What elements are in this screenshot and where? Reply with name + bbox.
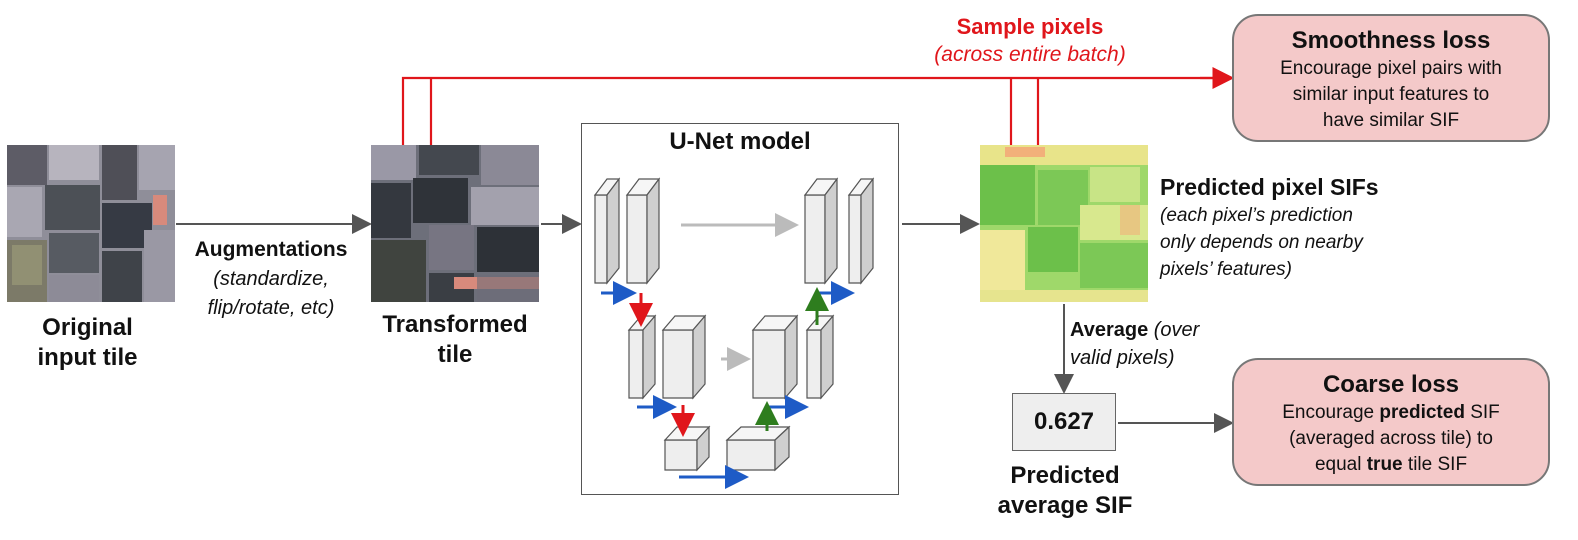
- predicted-pixel-line1: (each pixel’s prediction: [1160, 205, 1353, 226]
- predicted-average-line2: average SIF: [997, 492, 1133, 519]
- smoothness-loss-line1: Encourage pixel pairs with: [1280, 58, 1502, 79]
- predicted-pixel-title: Predicted pixel SIFs: [1160, 174, 1379, 200]
- unet-model-box: U-Net model: [581, 123, 899, 495]
- coarse-loss-post3: tile SIF: [1402, 454, 1468, 475]
- augmentations-line2: flip/rotate, etc): [207, 297, 335, 319]
- smoothness-loss-line2: similar input features to: [1292, 84, 1490, 105]
- augmentations-line1: (standardize,: [213, 268, 329, 290]
- transformed-tile-line1: Transformed: [382, 311, 528, 338]
- coarse-loss-bold3: true: [1366, 454, 1403, 475]
- coarse-loss-line1: Encourage predicted SIF: [1234, 400, 1548, 426]
- predicted-average-line1: Predicted: [1010, 462, 1120, 489]
- original-tile-line1: Original: [42, 314, 133, 341]
- predicted-sif-map: [980, 145, 1148, 302]
- original-tile-line2: input tile: [37, 344, 138, 371]
- sample-pixels-title: Sample pixels: [956, 14, 1104, 39]
- augmentations-title: Augmentations: [194, 238, 348, 261]
- unet-title: U-Net model: [669, 128, 811, 155]
- original-tile-image: [7, 145, 175, 302]
- predicted-pixel-label: Predicted pixel SIFs (each pixel’s predi…: [1160, 172, 1460, 283]
- average-line2: valid pixels): [1070, 347, 1175, 369]
- predicted-pixel-line3: pixels’ features): [1160, 259, 1293, 280]
- transformed-tile-label: Transformed tile: [362, 310, 548, 370]
- original-tile-label: Original input tile: [0, 313, 175, 373]
- augmentations-label: Augmentations (standardize, flip/rotate,…: [178, 236, 364, 322]
- coarse-loss-line3: equal true tile SIF: [1234, 452, 1548, 478]
- smoothness-loss-title: Smoothness loss: [1291, 27, 1491, 54]
- predicted-average-label: Predicted average SIF: [970, 461, 1160, 521]
- coarse-loss-line2: (averaged across tile) to: [1289, 428, 1493, 449]
- transformed-tile-image: [371, 145, 539, 302]
- sample-pixels-label: Sample pixels (across entire batch): [890, 13, 1170, 69]
- coarse-loss-bold1: predicted: [1379, 402, 1465, 423]
- predicted-value: 0.627: [1033, 408, 1095, 435]
- sample-pixels-subtitle: (across entire batch): [934, 43, 1126, 66]
- average-word: Average: [1070, 319, 1149, 341]
- coarse-loss-title: Coarse loss: [1322, 371, 1460, 398]
- coarse-loss-pre1: Encourage: [1282, 402, 1380, 423]
- predicted-pixel-line2: only depends on nearby: [1160, 232, 1363, 253]
- coarse-loss-box: Coarse loss Encourage predicted SIF (ave…: [1232, 358, 1550, 486]
- unet-architecture: [593, 177, 875, 489]
- coarse-loss-post1: SIF: [1464, 402, 1500, 423]
- smoothness-loss-line3: have similar SIF: [1322, 110, 1460, 131]
- average-label: Average (over valid pixels): [1070, 316, 1260, 372]
- predicted-value-box: 0.627: [1012, 393, 1116, 451]
- coarse-loss-pre3: equal: [1314, 454, 1367, 475]
- average-paren: (over: [1153, 319, 1200, 341]
- transformed-tile-line2: tile: [437, 341, 473, 368]
- smoothness-loss-box: Smoothness loss Encourage pixel pairs wi…: [1232, 14, 1550, 142]
